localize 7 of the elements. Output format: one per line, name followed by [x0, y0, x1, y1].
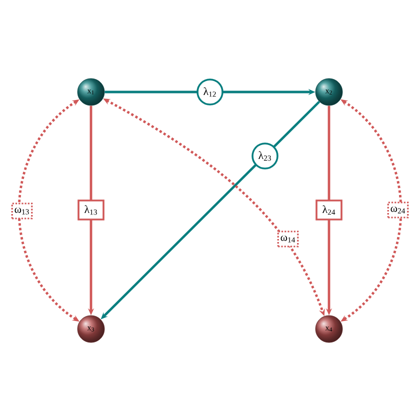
edge-label: λ$_{23}$: [252, 142, 278, 170]
edge-label: λ$_{13}$: [78, 200, 104, 220]
edge-label: λ$_{12}$: [196, 78, 224, 106]
edge-label: ω$_{24}$: [387, 202, 409, 218]
edge-label: ω$_{14}$: [277, 230, 299, 248]
edge-label: ω$_{13}$: [11, 202, 33, 220]
edge-label: λ$_{24}$: [316, 200, 342, 220]
